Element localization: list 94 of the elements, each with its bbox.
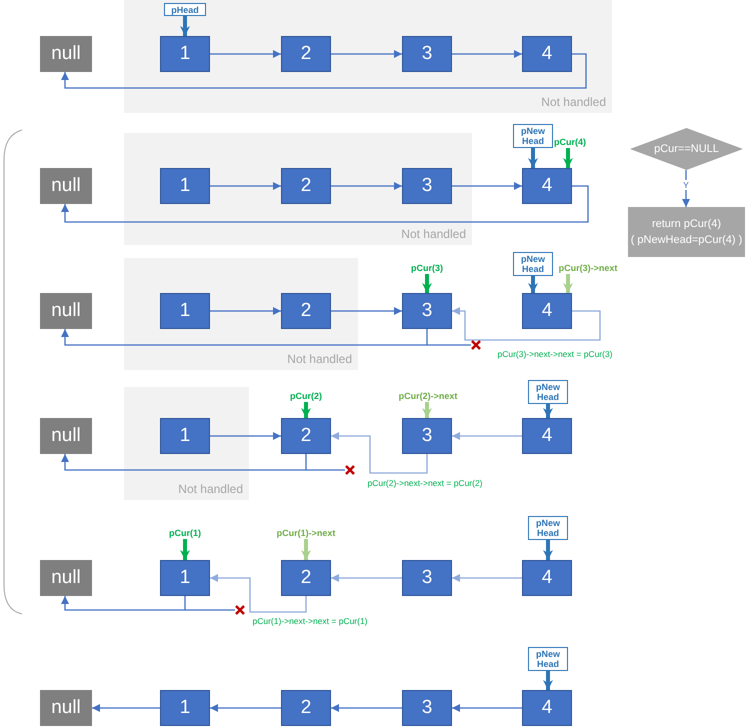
edge-label: Y <box>682 180 690 190</box>
list-node-box: 4 <box>522 690 572 726</box>
pointer-label-box: pHead <box>164 3 206 16</box>
arrow <box>452 432 522 440</box>
list-node-box: 1 <box>160 36 210 72</box>
pointer-label: pCur(4) <box>550 136 590 148</box>
arrow <box>301 539 311 560</box>
arrow <box>452 50 522 58</box>
pointer-label: pCur(3) <box>405 262 449 274</box>
not-handled-panel <box>124 133 472 245</box>
list-node-box: 4 <box>522 293 572 329</box>
arrow <box>543 671 553 690</box>
pointer-label-box: pNew Head <box>528 516 568 540</box>
list-node-box: 4 <box>522 36 572 72</box>
arrow <box>61 53 587 89</box>
arrow <box>61 329 428 346</box>
arrow <box>180 539 190 560</box>
arrow <box>301 402 311 418</box>
pointer-label-box: pNew Head <box>528 647 568 671</box>
not-handled-panel <box>124 387 249 500</box>
decision-diamond: pCur==NULL <box>630 128 743 170</box>
null-box: null <box>40 560 92 596</box>
list-node-box: 3 <box>402 36 452 72</box>
pointer-label: pCur(2)->next <box>388 390 468 402</box>
list-node-box: 2 <box>281 418 331 454</box>
arrow <box>452 574 522 582</box>
edge-label: pCur(2)->next->next = pCur(2) <box>367 478 483 488</box>
arrow <box>331 50 402 58</box>
list-node-box: 3 <box>402 293 452 329</box>
arrow <box>210 307 281 315</box>
arrow <box>210 574 307 613</box>
list-node-box: 2 <box>281 293 331 329</box>
list-node-box: 2 <box>281 168 331 204</box>
arrow <box>180 16 190 36</box>
list-node-box: 1 <box>160 168 210 204</box>
arrow <box>210 50 281 58</box>
list-node-box: 4 <box>522 560 572 596</box>
null-box: null <box>40 690 92 726</box>
list-node-box: 1 <box>160 560 210 596</box>
arrow <box>61 454 307 471</box>
pointer-label: pCur(1) <box>163 527 207 539</box>
list-node-box: 2 <box>281 560 331 596</box>
panel-caption: Not handled <box>287 352 352 366</box>
list-node-box: 1 <box>160 293 210 329</box>
list-node-box: 1 <box>160 418 210 454</box>
panel-caption: Not handled <box>541 95 606 109</box>
arrow <box>331 704 402 712</box>
arrow <box>331 574 402 582</box>
panel-caption: Not handled <box>178 482 243 496</box>
arrow <box>331 432 428 474</box>
arrow <box>210 432 281 440</box>
pointer-label-box: pNew Head <box>528 380 568 404</box>
null-box: null <box>40 168 92 204</box>
arrow <box>563 148 573 168</box>
arrow <box>210 704 281 712</box>
not-handled-panel <box>124 258 358 370</box>
pointer-label-box: pNew Head <box>513 252 553 276</box>
arrow <box>331 182 402 190</box>
arrow <box>61 185 589 223</box>
null-box: null <box>40 418 92 454</box>
edge-label: pCur(1)->next->next = pCur(1) <box>252 616 368 626</box>
pointer-label: pCur(3)->next <box>556 262 620 274</box>
list-node-box: 3 <box>402 560 452 596</box>
arrow <box>528 276 538 293</box>
list-node-box: 3 <box>402 418 452 454</box>
arrow <box>452 307 601 341</box>
process-box: return pCur(4) ( pNewHead=pCur(4) ) <box>628 207 745 257</box>
list-node-box: 1 <box>160 690 210 726</box>
list-node-box: 2 <box>281 690 331 726</box>
arrow <box>422 402 432 418</box>
panel-caption: Not handled <box>401 227 466 241</box>
arrow <box>331 307 402 315</box>
arrow <box>543 540 553 560</box>
null-box: null <box>40 293 92 329</box>
null-box: null <box>40 36 92 72</box>
arrow <box>210 182 281 190</box>
pointer-label: pCur(2) <box>284 390 328 402</box>
pointer-label: pCur(1)->next <box>266 527 346 539</box>
arrow <box>92 704 160 712</box>
list-node-box: 3 <box>402 690 452 726</box>
list-node-box: 4 <box>522 418 572 454</box>
edge-label: pCur(3)->next->next = pCur(3) <box>497 349 613 359</box>
arrow <box>528 148 538 168</box>
arrow <box>452 704 522 712</box>
list-node-box: 2 <box>281 36 331 72</box>
pointer-label-box: pNew Head <box>513 124 553 148</box>
not-handled-panel <box>124 0 612 113</box>
arrow <box>563 274 573 293</box>
list-node-box: 3 <box>402 168 452 204</box>
arrow <box>543 404 553 418</box>
arrow <box>422 274 432 293</box>
list-node-box: 4 <box>522 168 572 204</box>
arrow <box>61 596 186 611</box>
arrow <box>452 182 522 190</box>
